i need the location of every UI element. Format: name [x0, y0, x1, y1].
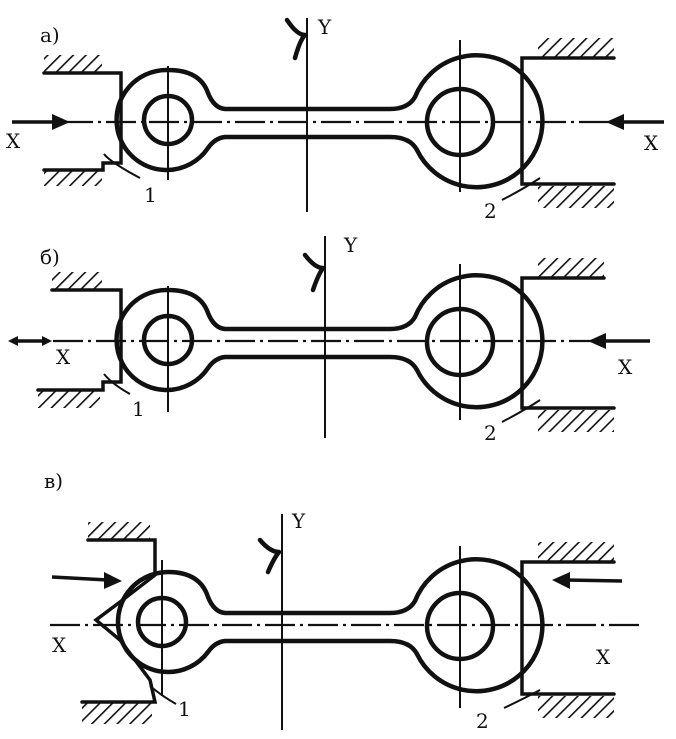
view-a-support-1-label: 1 — [144, 183, 157, 207]
view-c-x-label-left: X — [52, 633, 67, 657]
view-a-leader-2 — [501, 177, 541, 201]
view-a-right-support — [520, 38, 616, 208]
view-a-connecting-rod — [114, 40, 545, 192]
view-a-leader-1 — [103, 153, 141, 179]
view-c-x-label-right: X — [596, 645, 611, 669]
view-c-support-1-label: 1 — [178, 697, 191, 721]
view-c-leader-2 — [503, 689, 541, 709]
view-c-rotation-icon — [257, 537, 282, 575]
view-a: а) Y — [6, 15, 664, 223]
view-c-leader-1 — [149, 685, 177, 705]
view-b-leader-1 — [103, 373, 131, 395]
view-a-right-force-arrow — [606, 114, 664, 130]
view-b: б) Y X — [8, 233, 650, 445]
view-a-left-force-arrow — [12, 114, 70, 130]
view-b-right-support — [520, 258, 616, 432]
view-b-y-label: Y — [343, 233, 358, 257]
view-a-x-label-left: X — [6, 129, 21, 153]
view-b-left-support — [36, 272, 123, 408]
view-b-support-2-label: 2 — [484, 421, 497, 445]
view-c-right-support — [520, 542, 616, 718]
view-b-left-force-arrow — [8, 336, 52, 346]
view-b-rotation-icon — [302, 252, 326, 293]
view-c-right-force-arrow — [552, 572, 623, 589]
view-a-label: а) — [40, 23, 60, 47]
view-c: в) Y X X — [44, 469, 640, 733]
view-c-label: в) — [44, 469, 63, 493]
view-b-support-1-label: 1 — [132, 397, 145, 421]
view-a-x-label-right: X — [644, 131, 659, 155]
view-a-support-2-label: 2 — [484, 199, 497, 223]
view-b-right-force-arrow — [588, 333, 650, 349]
view-c-left-force-arrow — [51, 572, 122, 589]
view-c-connecting-rod — [115, 546, 545, 708]
view-c-support-2-label: 2 — [476, 709, 489, 733]
view-a-rotation-icon — [284, 17, 308, 61]
view-a-y-label: Y — [317, 15, 332, 39]
view-a-left-support — [42, 55, 123, 186]
view-b-x-label-right: X — [618, 355, 633, 379]
view-b-label: б) — [40, 245, 60, 269]
view-b-leader-2 — [501, 399, 541, 423]
view-b-x-label-left: X — [56, 345, 71, 369]
view-c-left-support — [80, 522, 158, 724]
view-c-y-label: Y — [291, 509, 306, 533]
